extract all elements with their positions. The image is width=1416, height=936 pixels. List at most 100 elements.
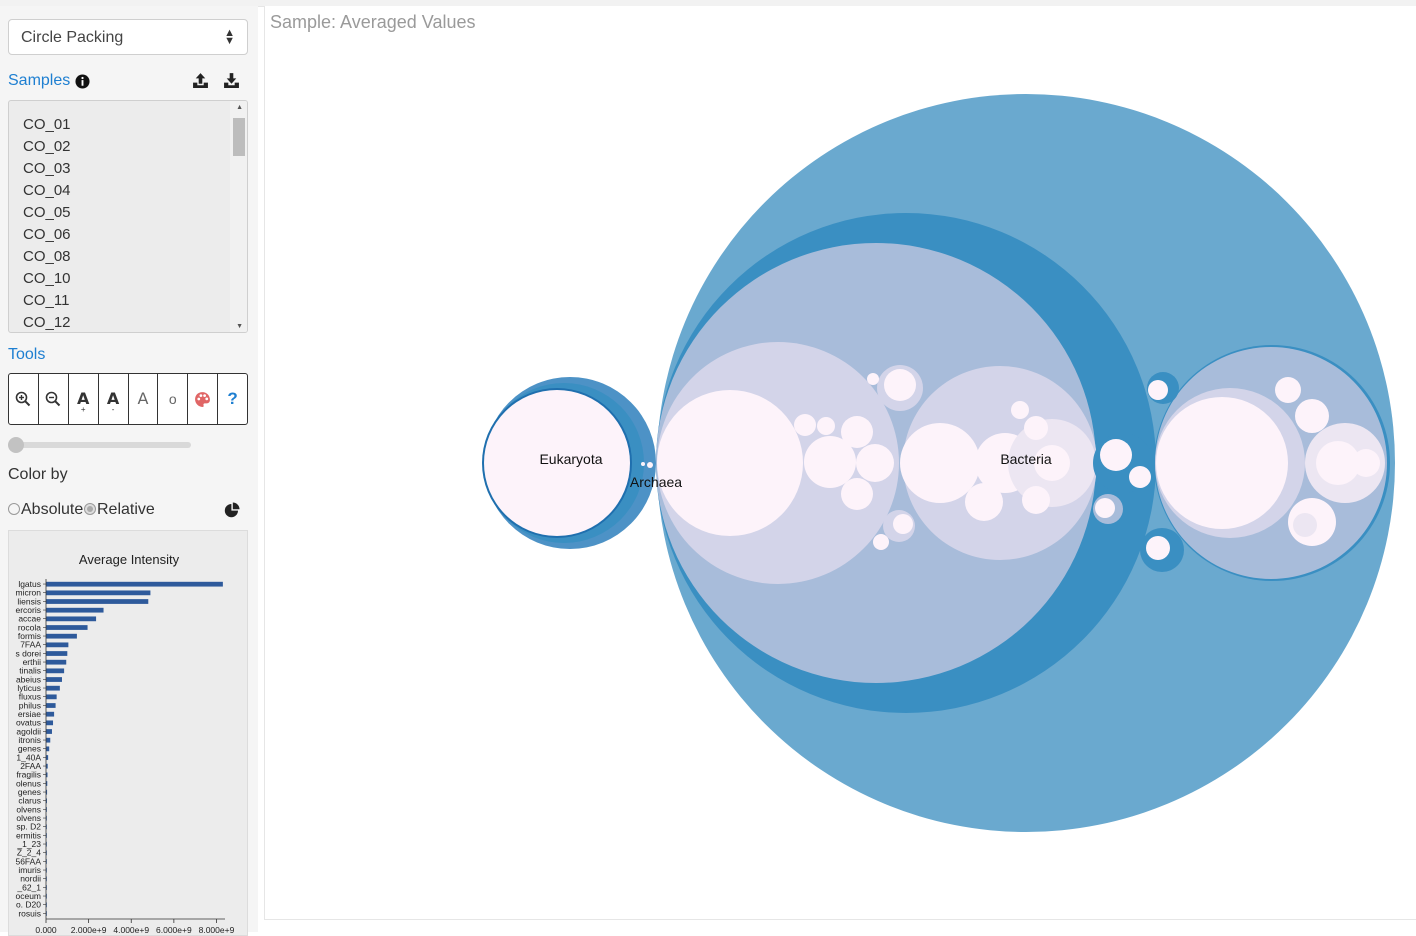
bar[interactable] xyxy=(46,599,149,604)
bar[interactable] xyxy=(46,807,47,812)
bar[interactable] xyxy=(46,876,47,882)
bar[interactable] xyxy=(46,867,47,873)
help-button[interactable]: ? xyxy=(218,374,247,424)
bar[interactable] xyxy=(46,841,47,847)
leaf-circle[interactable] xyxy=(817,417,835,435)
radio-relative-label[interactable]: Relative xyxy=(97,501,155,518)
bar[interactable] xyxy=(46,755,49,760)
sample-item[interactable]: CO_02 xyxy=(23,138,71,155)
circle-toggle-button[interactable]: o xyxy=(158,374,189,424)
bar[interactable] xyxy=(46,746,50,752)
bar[interactable] xyxy=(46,651,68,656)
sample-item[interactable]: CO_05 xyxy=(23,204,71,221)
bar[interactable] xyxy=(46,833,47,838)
archaea-leaf-circle[interactable] xyxy=(641,462,645,466)
radio-relative[interactable] xyxy=(84,503,96,515)
leaf-circle[interactable] xyxy=(965,483,1003,521)
zoom-in-button[interactable] xyxy=(9,374,39,424)
sample-item[interactable]: CO_01 xyxy=(23,116,71,133)
tools-label[interactable]: Tools xyxy=(8,346,46,363)
bar[interactable] xyxy=(46,902,47,908)
bar[interactable] xyxy=(46,694,57,700)
leaf-circle[interactable] xyxy=(1293,513,1317,537)
leaf-circle[interactable] xyxy=(1156,397,1288,529)
bar[interactable] xyxy=(46,703,56,708)
leaf-circle[interactable] xyxy=(1129,466,1151,488)
view-select[interactable]: Circle Packing ▲▼ xyxy=(8,19,248,55)
sample-item[interactable]: CO_08 xyxy=(23,248,71,265)
slider-thumb[interactable] xyxy=(8,437,24,453)
font-decrease-button[interactable]: A - xyxy=(99,374,129,424)
pie-chart-icon[interactable] xyxy=(224,502,240,518)
leaf-circle[interactable] xyxy=(1095,498,1115,518)
bar[interactable] xyxy=(46,737,51,743)
font-increase-button[interactable]: A + xyxy=(69,374,99,424)
bar[interactable] xyxy=(46,729,52,734)
sample-item[interactable]: CO_11 xyxy=(23,292,70,309)
font-toggle-button[interactable]: A xyxy=(129,374,159,424)
slider-track[interactable] xyxy=(8,442,191,448)
scrollbar[interactable]: ▲ ▼ xyxy=(230,101,247,332)
bar[interactable] xyxy=(46,616,97,622)
leaf-circle[interactable] xyxy=(1316,441,1360,485)
zoom-out-button[interactable] xyxy=(39,374,69,424)
bar[interactable] xyxy=(46,798,47,804)
bar[interactable] xyxy=(46,911,47,916)
upload-icon[interactable] xyxy=(192,72,209,89)
bar[interactable] xyxy=(46,885,47,890)
leaf-circle[interactable] xyxy=(1352,449,1380,477)
leaf-circle[interactable] xyxy=(884,369,916,401)
bar[interactable] xyxy=(46,772,48,778)
sample-item[interactable]: CO_04 xyxy=(23,182,71,199)
bar[interactable] xyxy=(46,633,77,639)
radio-absolute-label[interactable]: Absolute xyxy=(21,501,84,518)
scroll-down-icon[interactable]: ▼ xyxy=(236,323,243,330)
palette-button[interactable] xyxy=(188,374,219,424)
leaf-circle[interactable] xyxy=(841,416,873,448)
bar[interactable] xyxy=(46,677,62,682)
bar[interactable] xyxy=(46,711,55,717)
leaf-circle[interactable] xyxy=(804,436,856,488)
leaf-circle[interactable] xyxy=(1100,439,1132,471)
bar[interactable] xyxy=(46,824,47,830)
bar[interactable] xyxy=(46,850,47,856)
leaf-circle[interactable] xyxy=(1146,536,1170,560)
download-icon[interactable] xyxy=(223,72,240,89)
leaf-circle[interactable] xyxy=(1024,416,1048,440)
leaf-circle[interactable] xyxy=(794,414,816,436)
archaea-leaf-circle[interactable] xyxy=(647,462,653,468)
sample-item[interactable]: CO_10 xyxy=(23,270,71,287)
bar[interactable] xyxy=(46,659,67,665)
leaf-circle[interactable] xyxy=(1275,377,1301,403)
scrollbar-thumb[interactable] xyxy=(233,118,245,156)
bar[interactable] xyxy=(46,581,223,587)
sample-item[interactable]: CO_12 xyxy=(23,314,71,331)
leaf-circle[interactable] xyxy=(900,423,980,503)
radio-absolute[interactable] xyxy=(8,503,20,515)
bar[interactable] xyxy=(46,893,47,899)
scroll-up-icon[interactable]: ▲ xyxy=(236,104,243,111)
bar[interactable] xyxy=(46,642,69,648)
bar[interactable] xyxy=(46,720,54,726)
info-icon[interactable] xyxy=(75,74,90,89)
bar[interactable] xyxy=(46,685,60,691)
bar[interactable] xyxy=(46,781,48,786)
leaf-circle[interactable] xyxy=(893,514,913,534)
leaf-circle[interactable] xyxy=(1022,486,1050,514)
bar[interactable] xyxy=(46,590,151,596)
leaf-circle[interactable] xyxy=(657,390,803,536)
leaf-circle[interactable] xyxy=(856,444,894,482)
leaf-circle[interactable] xyxy=(867,373,879,385)
bar[interactable] xyxy=(46,763,48,769)
eukaryota-leaf-circle[interactable] xyxy=(484,390,630,536)
bar[interactable] xyxy=(46,625,88,630)
leaf-circle[interactable] xyxy=(1011,401,1029,419)
bar[interactable] xyxy=(46,815,47,821)
leaf-circle[interactable] xyxy=(1148,380,1168,400)
bar[interactable] xyxy=(46,859,47,864)
leaf-circle[interactable] xyxy=(1295,399,1329,433)
sample-item[interactable]: CO_06 xyxy=(23,226,71,243)
bar[interactable] xyxy=(46,789,48,795)
